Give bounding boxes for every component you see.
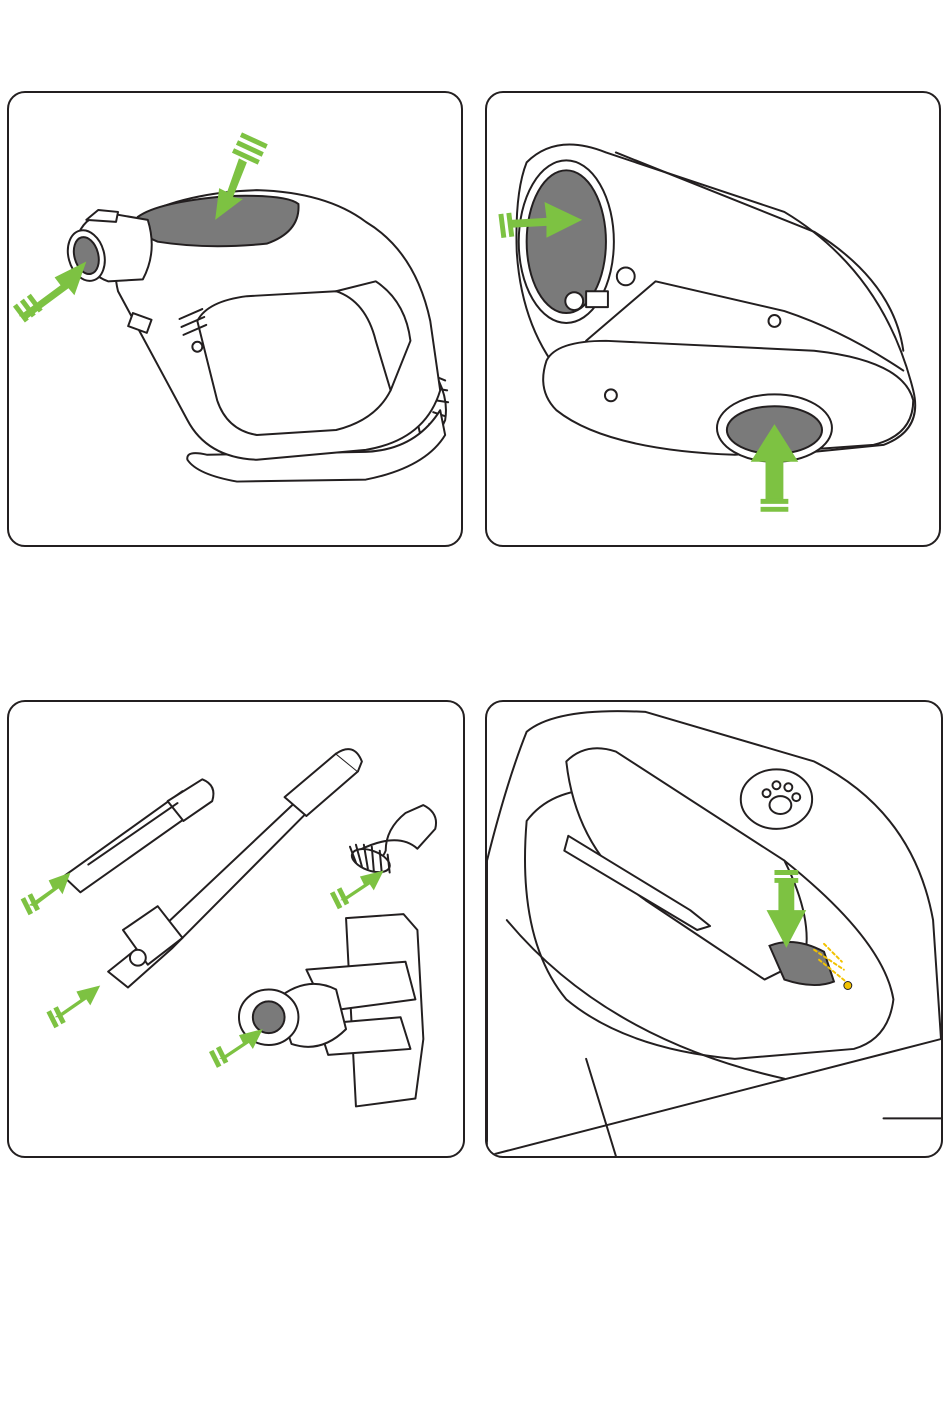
panel-accessories	[7, 700, 465, 1158]
arrow-icon	[211, 1029, 263, 1067]
dust-cup-underside-illustration	[487, 93, 939, 545]
panel-handle-top	[485, 700, 943, 1158]
panel-handheld-body	[7, 91, 463, 547]
arrow-icon	[332, 871, 384, 909]
accessories-illustration	[9, 702, 463, 1156]
arrow-icon	[23, 872, 71, 914]
handle-top-illustration	[487, 702, 941, 1156]
panel-dust-cup-underside	[485, 91, 941, 547]
arrow-icon	[15, 262, 86, 321]
handheld-body-illustration	[9, 93, 461, 545]
arrow-icon	[49, 986, 101, 1028]
